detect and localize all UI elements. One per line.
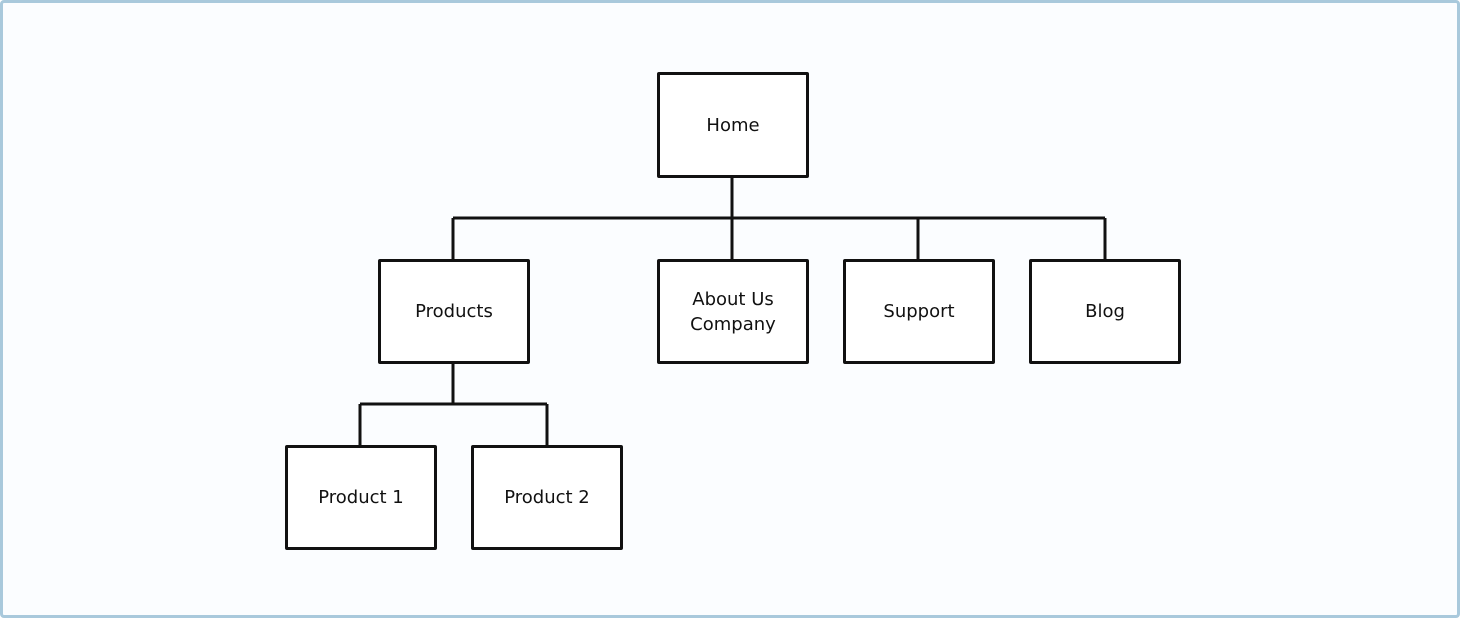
node-support-label: Support [883,301,955,322]
node-about-label-line-2: Company [690,313,776,335]
node-home-label: Home [706,114,760,136]
node-blog-label: Blog [1085,301,1125,322]
node-product-1: Product 1 [285,445,437,550]
node-products: Products [378,259,530,364]
node-about-us-company: About Us Company [657,259,809,364]
node-blog: Blog [1029,259,1181,364]
node-product-2: Product 2 [471,445,623,550]
node-product-1-label: Product 1 [318,487,404,508]
node-products-label: Products [415,301,493,322]
connector-lines [358,178,1107,446]
node-home: Home [657,72,809,178]
node-product-2-label: Product 2 [504,487,590,508]
node-support: Support [843,259,995,364]
node-about-label-line-1: About Us [692,288,774,310]
